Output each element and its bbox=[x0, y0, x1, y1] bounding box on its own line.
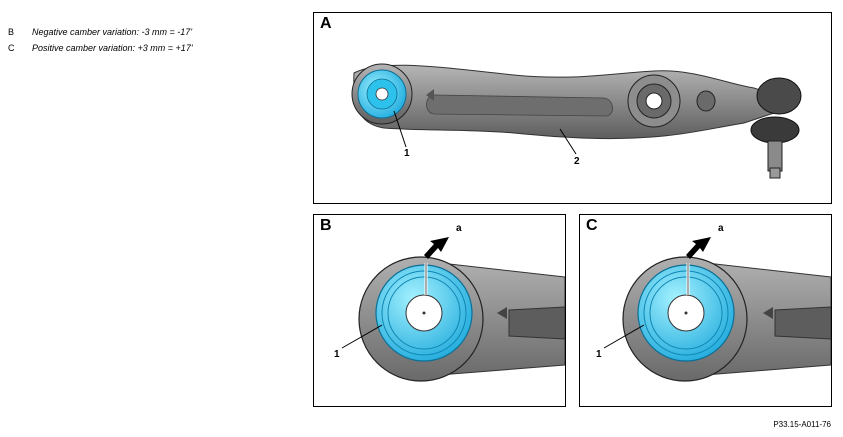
arm-triangle-mark bbox=[426, 89, 434, 101]
panel-letter-c: C bbox=[586, 217, 598, 234]
bushing-detail-negative bbox=[341, 237, 565, 382]
panel-b: B a 1 bbox=[313, 214, 566, 407]
bushing-bore bbox=[375, 87, 389, 101]
legend-row-b: B Negative camber variation: -3 mm = -17… bbox=[8, 24, 193, 40]
bushing-ring-2 bbox=[649, 276, 723, 350]
panel-a: A 1 2 bbox=[313, 12, 832, 204]
mid-bushing-bore bbox=[645, 92, 663, 110]
arm-hole bbox=[696, 90, 716, 112]
leader-line-1 bbox=[341, 324, 383, 349]
legend-text-b: Negative camber variation: -3 mm = -17' bbox=[32, 27, 193, 37]
arrow-icon bbox=[424, 237, 449, 259]
bushing-bore-center bbox=[422, 311, 426, 315]
control-arm-illustration bbox=[351, 63, 802, 179]
callout-a: a bbox=[718, 223, 724, 234]
ball-joint-boot bbox=[750, 116, 800, 144]
arm-recess bbox=[508, 306, 565, 340]
bushing-bore-center bbox=[684, 311, 688, 315]
callout-1: 1 bbox=[404, 148, 410, 159]
legend-key-b: B bbox=[8, 27, 15, 37]
arm-triangle-mark bbox=[763, 307, 773, 319]
panel-letter-a: A bbox=[320, 15, 332, 32]
ball-joint-stud bbox=[767, 140, 783, 172]
panel-letter-b: B bbox=[320, 217, 332, 234]
leader-line-1 bbox=[603, 324, 645, 349]
ball-joint-housing bbox=[756, 77, 802, 115]
legend: B Negative camber variation: -3 mm = -17… bbox=[8, 24, 193, 56]
leader-line-2 bbox=[559, 128, 577, 155]
panel-c: C a 1 bbox=[579, 214, 832, 407]
ball-joint-stud-tip bbox=[769, 167, 781, 179]
callout-2: 2 bbox=[574, 156, 580, 167]
bushing-ring-2 bbox=[387, 276, 461, 350]
leader-line-1 bbox=[393, 110, 407, 148]
arm-triangle-mark bbox=[497, 307, 507, 319]
bushing-detail-positive bbox=[603, 237, 831, 382]
arrow-icon bbox=[686, 237, 711, 259]
callout-1: 1 bbox=[334, 349, 340, 360]
bushing-ring-1 bbox=[381, 270, 467, 356]
legend-key-c: C bbox=[8, 43, 15, 53]
callout-1: 1 bbox=[596, 349, 602, 360]
bushing-ring-1 bbox=[643, 270, 729, 356]
callout-a: a bbox=[456, 223, 462, 234]
arm-recess bbox=[426, 94, 613, 117]
figure-id: P33.15-A011-76 bbox=[773, 420, 831, 429]
arm-recess bbox=[774, 306, 831, 340]
legend-row-c: C Positive camber variation: +3 mm = +17… bbox=[8, 40, 193, 56]
legend-text-c: Positive camber variation: +3 mm = +17' bbox=[32, 43, 193, 53]
